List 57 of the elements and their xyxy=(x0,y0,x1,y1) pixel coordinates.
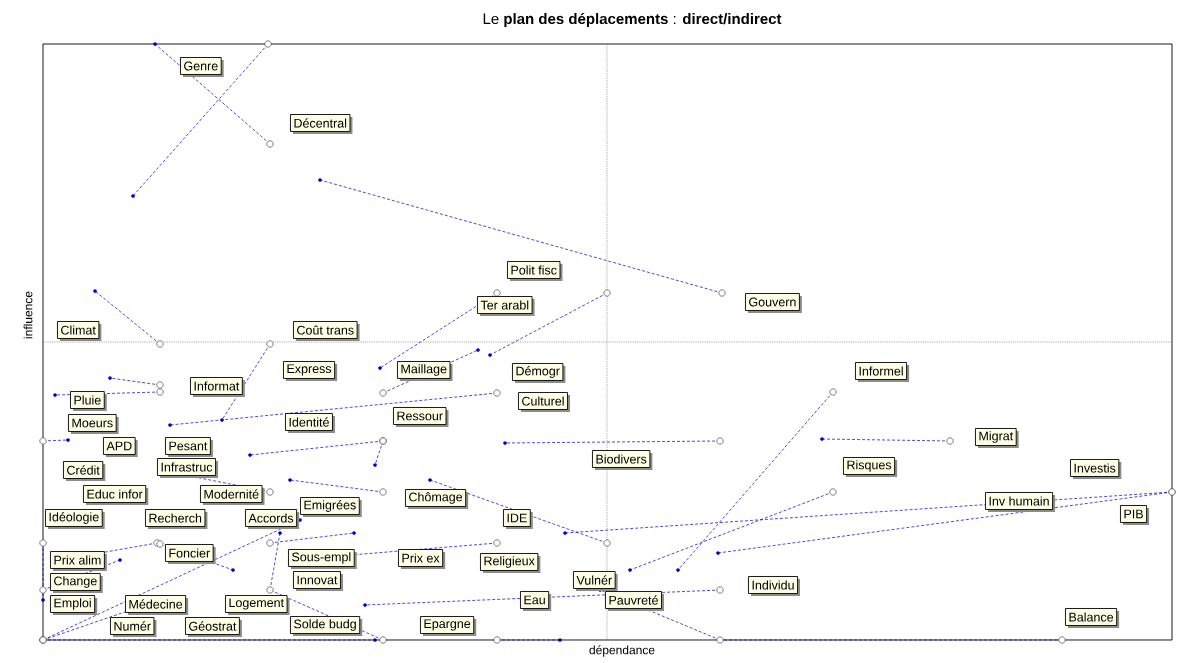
variable-label: Maillage xyxy=(397,361,453,381)
variable-label: Décentral xyxy=(290,114,353,134)
variable-label: Eau xyxy=(520,591,552,611)
variable-label: APD xyxy=(103,437,138,457)
variable-label: Informat xyxy=(190,377,245,397)
variable-label: Genre xyxy=(180,57,224,77)
variable-label: Chômage xyxy=(405,489,469,509)
variable-label: Prix ex xyxy=(398,549,446,569)
variable-label: Religieux xyxy=(480,553,541,573)
variable-label: Culturel xyxy=(518,392,571,412)
variable-label: Balance xyxy=(1065,608,1120,628)
variable-label: Emigrées xyxy=(300,497,362,517)
variable-label: PIB xyxy=(1120,505,1150,525)
variable-label: Idéologie xyxy=(45,509,105,529)
variable-label: IDE xyxy=(503,509,533,529)
variable-label: Pesant xyxy=(165,437,213,457)
variable-label: Démogr xyxy=(512,363,566,383)
variable-label: Risques xyxy=(843,457,898,477)
variable-label: Pauvreté xyxy=(605,591,664,611)
variable-label: Gouvern xyxy=(745,293,802,313)
variable-label: Coût trans xyxy=(293,321,360,341)
variable-label: Recherch xyxy=(145,509,208,529)
chart-title: Le plan des déplacements : direct/indirect xyxy=(483,12,782,28)
variable-label: Climat xyxy=(57,321,102,341)
variable-label: Infrastruc xyxy=(157,458,219,478)
variable-label: Individu xyxy=(748,576,801,596)
variable-label: Géostrat xyxy=(185,617,242,637)
variable-label: Vulnér xyxy=(573,571,618,591)
axis-label: influence xyxy=(23,291,33,339)
variable-label: Inv humain xyxy=(985,492,1056,512)
variable-label: Pluie xyxy=(70,391,107,411)
variable-label: Investis xyxy=(1070,459,1122,479)
variable-label: Accords xyxy=(245,509,300,529)
variable-label: Prix alim xyxy=(50,551,107,571)
variable-label: Epargne xyxy=(420,616,477,636)
variable-label: Express xyxy=(283,361,338,381)
variable-label: Educ infor xyxy=(83,485,149,505)
variable-label: Innovat xyxy=(293,571,343,591)
variable-label: Médecine xyxy=(125,595,189,615)
variable-label: Modernité xyxy=(200,485,265,505)
variable-label: Numér xyxy=(110,617,157,637)
axis-label: dépendance xyxy=(589,645,655,657)
variable-label: Crédit xyxy=(63,461,106,481)
variable-label: Logement xyxy=(225,595,290,615)
variable-label: Sous-empl xyxy=(288,549,357,569)
variable-label: Foncier xyxy=(165,544,216,564)
variable-label: Ter arabl xyxy=(477,296,535,316)
variable-label: Informel xyxy=(855,362,910,382)
variable-label: Solde budg xyxy=(290,616,363,636)
variable-label: Polit fisc xyxy=(507,261,563,281)
variable-label: Migrat xyxy=(975,428,1019,448)
variable-label: Biodivers xyxy=(592,450,653,470)
variable-label: Moeurs xyxy=(68,414,119,434)
variable-label: Ressour xyxy=(393,407,449,427)
variable-label: Change xyxy=(50,573,103,593)
variable-label: Emploi xyxy=(50,595,98,615)
variable-label: Identité xyxy=(285,413,335,433)
